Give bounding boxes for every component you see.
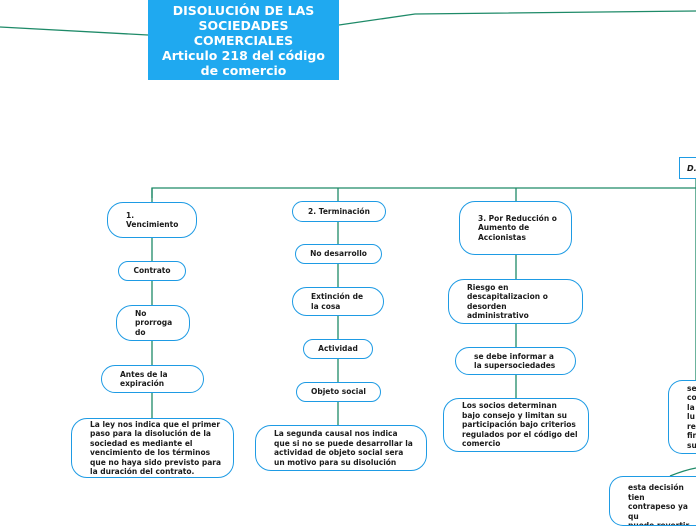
node-objeto-social[interactable]: Objeto social xyxy=(296,382,381,402)
node-vencimiento-description[interactable]: La ley nos indica que el primer paso par… xyxy=(71,418,234,478)
connector-title-left xyxy=(0,26,149,36)
title-line-4: Articulo 218 del código xyxy=(162,47,325,63)
title-line-5: de comercio xyxy=(200,62,287,78)
node-contrato[interactable]: Contrato xyxy=(118,261,186,281)
connector-bottom-right xyxy=(669,467,696,477)
title-line-1: DISOLUCIÓN DE LAS xyxy=(172,2,315,18)
title-line-2: SOCIEDADES xyxy=(198,17,289,33)
node-reduccion-aumento[interactable]: 3. Por Reducción o Aumento de Accionista… xyxy=(459,201,572,255)
node-actividad[interactable]: Actividad xyxy=(303,339,373,359)
node-terminacion[interactable]: 2. Terminación xyxy=(292,201,386,222)
node-bottom-right-partial[interactable]: esta decisión tien contrapeso ya qu pued… xyxy=(609,476,696,526)
title-line-3: COMERCIALES xyxy=(193,32,294,48)
node-riesgo-descapitalizacion[interactable]: Riesgo en descapitalizacion o desorden a… xyxy=(448,279,583,324)
node-socios-determinan[interactable]: Los socios determinan bajo consejo y lim… xyxy=(443,398,589,452)
node-vencimiento[interactable]: 1. Vencimiento xyxy=(107,202,197,238)
right-branch-tag[interactable]: D. xyxy=(679,157,696,179)
node-right-partial[interactable]: se co la lu re fin su xyxy=(668,380,696,454)
connector-title-right xyxy=(338,10,696,26)
node-no-desarrollo[interactable]: No desarrollo xyxy=(295,244,382,264)
node-antes-expiracion[interactable]: Antes de la expiración xyxy=(101,365,204,393)
node-terminacion-description[interactable]: La segunda causal nos indica que si no s… xyxy=(255,425,427,471)
central-topic-title[interactable]: DISOLUCIÓN DE LAS SOCIEDADES COMERCIALES… xyxy=(148,0,339,80)
node-informar-supersociedades[interactable]: se debe informar a la supersociedades xyxy=(455,347,576,375)
connector-main-bus xyxy=(151,187,696,198)
node-no-prorrogado[interactable]: No prorroga do xyxy=(116,305,190,341)
node-extincion-cosa[interactable]: Extinción de la cosa xyxy=(292,287,384,316)
